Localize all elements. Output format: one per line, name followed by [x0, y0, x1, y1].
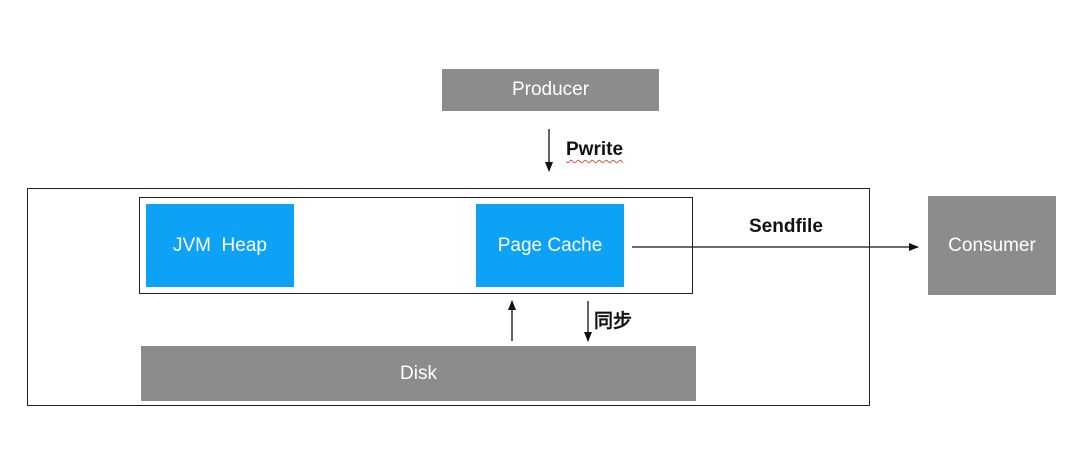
consumer-node: Consumer [928, 196, 1056, 295]
jvm-heap-node: JVM Heap [146, 204, 294, 287]
producer-node: Producer [442, 69, 659, 111]
jvm-heap-label: JVM Heap [173, 234, 267, 256]
producer-label: Producer [511, 79, 590, 100]
pwrite-label: Pwrite [566, 139, 624, 160]
memory-frame [139, 197, 693, 294]
disk-node: Disk [141, 346, 696, 401]
sync-label: 同步 [594, 311, 633, 332]
page-cache-label: Page Cache [497, 234, 603, 256]
disk-label: Disk [400, 362, 437, 384]
os-frame [27, 188, 870, 406]
page-cache-node: Page Cache [476, 204, 624, 287]
sendfile-label: Sendfile [749, 216, 823, 237]
consumer-label: Consumer [948, 234, 1036, 256]
